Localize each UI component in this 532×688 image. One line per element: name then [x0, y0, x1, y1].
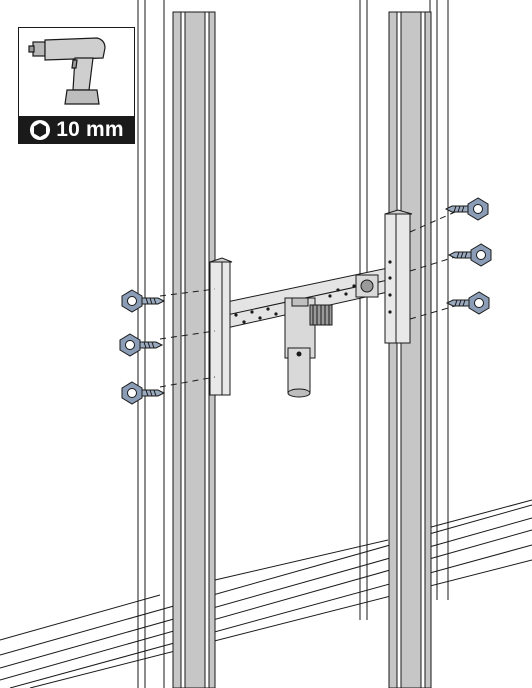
screw-icon: [119, 333, 164, 357]
valve-body: [284, 297, 333, 398]
left-clip-bracket: [209, 257, 233, 396]
screw-icon: [445, 291, 490, 315]
screw-icon: [447, 243, 492, 267]
tool-panel: 10 mm: [18, 27, 135, 144]
screw-icon: [121, 381, 166, 405]
right-clip-bracket: [384, 209, 413, 344]
socket-size-text: 10 mm: [56, 118, 124, 141]
screw-icon: [121, 289, 166, 313]
tool-frame: [18, 27, 135, 117]
screws-left: [119, 289, 166, 405]
socket-size-label: 10 mm: [18, 116, 135, 144]
hex-socket-icon: [30, 120, 51, 140]
screw-icon: [444, 197, 489, 221]
left-stud: [172, 11, 216, 688]
cordless-drill-icon: [28, 37, 106, 105]
right-stud: [388, 11, 432, 688]
guide-lines: [159, 211, 456, 388]
screws-right: [444, 197, 492, 315]
pipe-fitting: [355, 274, 379, 298]
